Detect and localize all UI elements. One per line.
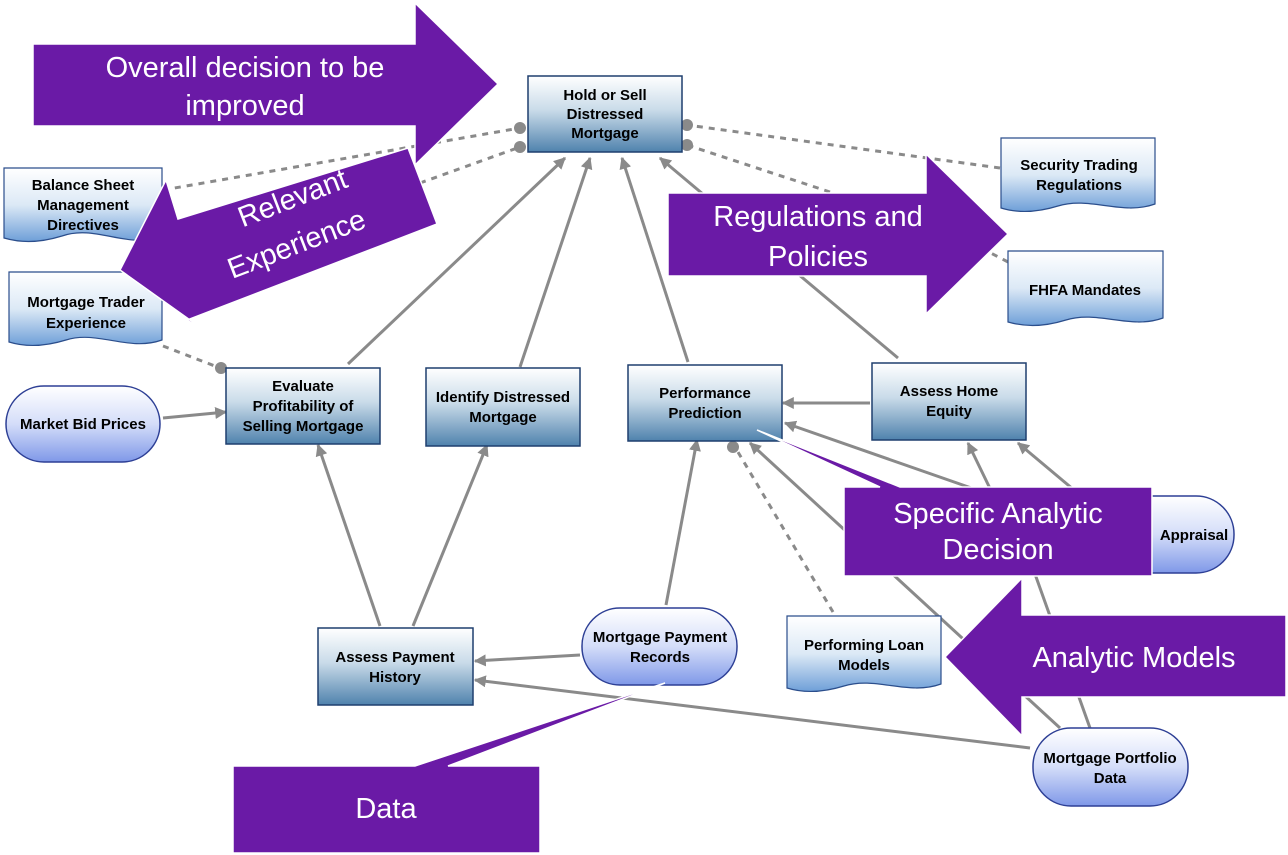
node-label: Evaluate [272,378,334,395]
authority-dot [215,362,227,374]
authority-requirements [162,119,1009,613]
decision-evaluate-profitability[interactable]: Evaluate Profitability of Selling Mortga… [225,367,381,445]
node-label: Mortgage Portfolio [1043,750,1176,767]
node-label: Market Bid Prices [20,416,146,433]
node-label: Regulations [1036,177,1122,194]
node-label: Distressed [567,106,644,123]
authority-dot [514,141,526,153]
decision-performance-prediction[interactable]: Performance Prediction [627,364,783,442]
node-label: Performance [659,385,751,402]
node-label: Directives [47,217,119,234]
node-label: FHFA Mandates [1029,282,1141,299]
callout-label: Regulations and [713,201,923,233]
node-label: Identify Distressed [436,389,570,406]
node-label: History [369,669,421,686]
node-label: Data [1094,770,1127,787]
node-label: Assess Payment [335,649,454,666]
decision-assess-payment-history[interactable]: Assess Payment History [317,627,474,706]
node-label: Hold or Sell [563,87,646,104]
dashed-experience-to-hold [419,145,521,185]
authority-dot [681,139,693,151]
dashed-fhfa-to-hold [686,143,831,194]
knowledge-balance-sheet[interactable]: Balance Sheet Management Directives [3,167,163,243]
knowledge-fhfa-mandates[interactable]: FHFA Mandates [1007,250,1164,327]
callout-label: Data [355,793,417,825]
node-label: Mortgage Trader [27,294,145,311]
node-label: Mortgage [469,409,537,426]
callout-data: Data [232,682,666,854]
decision-hold-or-sell[interactable]: Hold or Sell Distressed Mortgage [527,75,683,153]
callout-regulations-policies: Regulations and Policies [667,152,1010,316]
node-label: Equity [926,403,972,420]
edge-payment-to-evaluate [315,443,382,627]
callout-label: Specific Analytic [893,498,1103,530]
node-label: Prediction [668,405,741,422]
dashed-trader-to-evaluate [162,344,221,370]
dashed-security-to-hold [686,123,1001,170]
node-label: Experience [46,315,126,332]
input-mortgage-portfolio-data[interactable]: Mortgage Portfolio Data [1032,727,1189,807]
edge-appraisal-to-performance [783,420,1001,500]
input-mortgage-payment-records[interactable]: Mortgage Payment Records [581,607,738,686]
decision-assess-home-equity[interactable]: Assess Home Equity [871,362,1027,441]
callout-specific-analytic-decision: Specific Analytic Decision [756,429,1153,577]
node-label: Selling Mortgage [243,418,364,435]
callout-label: Overall decision to be [106,52,385,84]
knowledge-security-trading[interactable]: Security Trading Regulations [1000,137,1156,213]
node-label: Models [838,657,890,674]
authority-dot [514,122,526,134]
callout-overall-decision: Overall decision to be improved [32,1,500,167]
edge-records-to-assess-payment [473,653,581,667]
decision-identify-distressed[interactable]: Identify Distressed Mortgage [425,367,581,447]
node-label: Records [630,649,690,666]
node-label: Mortgage [571,125,639,142]
callout-label: Analytic Models [1032,642,1235,674]
authority-dot [727,441,739,453]
callout-analytic-models: Analytic Models [943,576,1287,738]
input-market-bid-prices[interactable]: Market Bid Prices [5,385,161,463]
node-label: Security Trading [1020,157,1138,174]
callout-label: Decision [942,534,1053,566]
node-label: Appraisal [1160,527,1228,544]
edge-performance-to-hold [619,156,690,363]
node-label: Management [37,197,129,214]
information-requirements [162,156,1092,750]
node-label: Profitability of [253,398,355,415]
dashed-balance-to-hold [162,126,521,192]
dashed-fhfa-stub [984,248,1009,264]
node-label: Assess Home [900,383,998,400]
dashed-models-to-performance [733,446,835,613]
node-label: Mortgage Payment [593,629,727,646]
edge-portfolio-to-assess-payment [473,675,1031,750]
authority-dot [681,119,693,131]
edge-payment-to-identify [411,443,489,627]
knowledge-performing-loan-models[interactable]: Performing Loan Models [786,615,942,693]
edge-market-to-evaluate [162,407,228,420]
node-label: Performing Loan [804,637,924,654]
edge-identify-to-hold [518,156,593,368]
callout-label: improved [185,90,304,122]
node-label: Balance Sheet [32,177,135,194]
callout-label: Policies [768,241,868,273]
edge-records-to-performance [664,438,701,606]
knowledge-trader-experience[interactable]: Mortgage Trader Experience [8,271,163,347]
edge-evaluate-to-hold [346,156,567,366]
callout-relevant-experience: Relevant Experience [119,147,438,341]
